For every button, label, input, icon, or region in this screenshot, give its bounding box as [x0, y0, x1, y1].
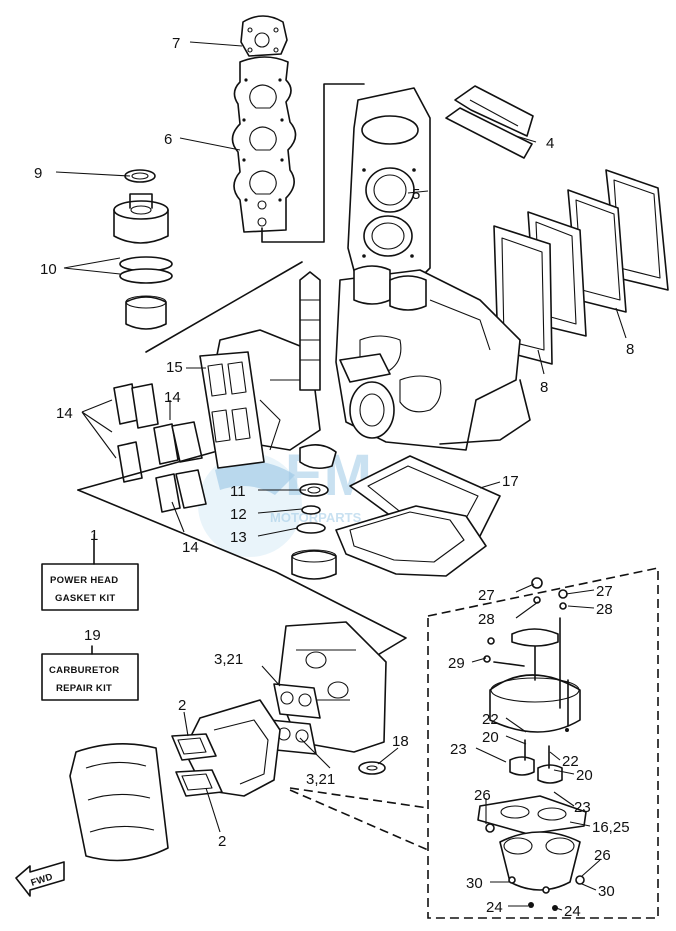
fwd-arrow: FWD — [15, 861, 65, 897]
callout-19: 19 — [84, 627, 101, 644]
callout-29: 29 — [448, 655, 465, 672]
callout-3-21a: 3,21 — [214, 651, 243, 668]
part-14-reed-valves — [113, 383, 207, 513]
part-15-reed-gasket — [199, 351, 265, 469]
carburetor-repair-kit: CARBURETOR REPAIR KIT — [41, 645, 139, 701]
part-10-rings — [119, 256, 173, 284]
carb-detail-dashed-frame — [289, 567, 659, 919]
part-7-cover — [240, 15, 288, 57]
part-3-21-carb-gaskets — [269, 683, 321, 755]
callout-18: 18 — [392, 733, 409, 750]
callout-14a: 14 — [56, 405, 73, 422]
callout-4: 4 — [546, 135, 554, 152]
housing-upper — [113, 193, 169, 244]
part-4-cover — [445, 85, 534, 159]
callout-11: 11 — [230, 483, 246, 500]
callout-9: 9 — [34, 165, 42, 182]
leader-lines — [55, 41, 627, 911]
kit-label-line1: POWER HEAD — [50, 575, 118, 586]
callout-20b: 20 — [576, 767, 593, 784]
callout-13: 13 — [230, 529, 247, 546]
callout-3-21b: 3,21 — [306, 771, 335, 788]
callout-20a: 20 — [482, 729, 499, 746]
callout-8b: 8 — [540, 379, 548, 396]
callout-14c: 14 — [182, 539, 199, 556]
carb-float-chamber-upper — [489, 617, 581, 733]
watermark-text: MOTORPARTS — [270, 510, 362, 525]
callout-28a: 28 — [478, 611, 495, 628]
callout-28b: 28 — [596, 601, 613, 618]
carb-screws-top — [483, 577, 568, 667]
callout-2a: 2 — [178, 697, 186, 714]
part-17-base-gasket — [335, 455, 501, 577]
callout-2b: 2 — [218, 833, 226, 850]
callout-8a: 8 — [626, 341, 634, 358]
callout-12: 12 — [230, 506, 247, 523]
callout-16-25: 16,25 — [592, 819, 630, 836]
callout-7: 7 — [172, 35, 180, 52]
part-2-gaskets — [171, 733, 223, 797]
callout-10: 10 — [40, 261, 57, 278]
callout-17: 17 — [502, 473, 519, 490]
callout-24a: 24 — [486, 899, 503, 916]
callout-26a: 26 — [474, 787, 491, 804]
callout-5: 5 — [412, 186, 420, 203]
kit-label-line2: GASKET KIT — [55, 593, 116, 604]
bearing — [125, 295, 167, 330]
part-5-cylinder — [347, 87, 431, 285]
callout-27a: 27 — [478, 587, 495, 604]
callout-1: 1 — [90, 527, 98, 544]
silencer-cover — [69, 743, 169, 862]
kit-label-line1: CARBURETOR — [49, 665, 119, 676]
callout-6: 6 — [164, 131, 172, 148]
part-8-exhaust-plates — [493, 169, 669, 365]
callout-23a: 23 — [450, 741, 467, 758]
callout-labels: 7 6 9 10 4 5 8 8 15 14 14 14 11 12 13 17… — [34, 35, 634, 920]
callout-26b: 26 — [594, 847, 611, 864]
callout-24b: 24 — [564, 903, 581, 920]
parts-11-13-seals — [291, 444, 337, 580]
callout-22b: 22 — [562, 753, 579, 770]
carb-gasket-16-25 — [477, 795, 587, 835]
part-6-cylinder-head-gasket — [231, 56, 297, 233]
carb-float-bowl — [485, 823, 585, 911]
callout-22a: 22 — [482, 711, 499, 728]
callout-30b: 30 — [598, 883, 615, 900]
callout-27b: 27 — [596, 583, 613, 600]
callout-23b: 23 — [574, 799, 591, 816]
power-head-gasket-kit: POWER HEAD GASKET KIT — [41, 539, 139, 611]
callout-30a: 30 — [466, 875, 483, 892]
kit-label-line2: REPAIR KIT — [56, 683, 112, 694]
callout-15: 15 — [166, 359, 183, 376]
part-18-plug — [358, 761, 386, 775]
carb-needle-valves — [509, 739, 563, 784]
callout-14b: 14 — [164, 389, 181, 406]
